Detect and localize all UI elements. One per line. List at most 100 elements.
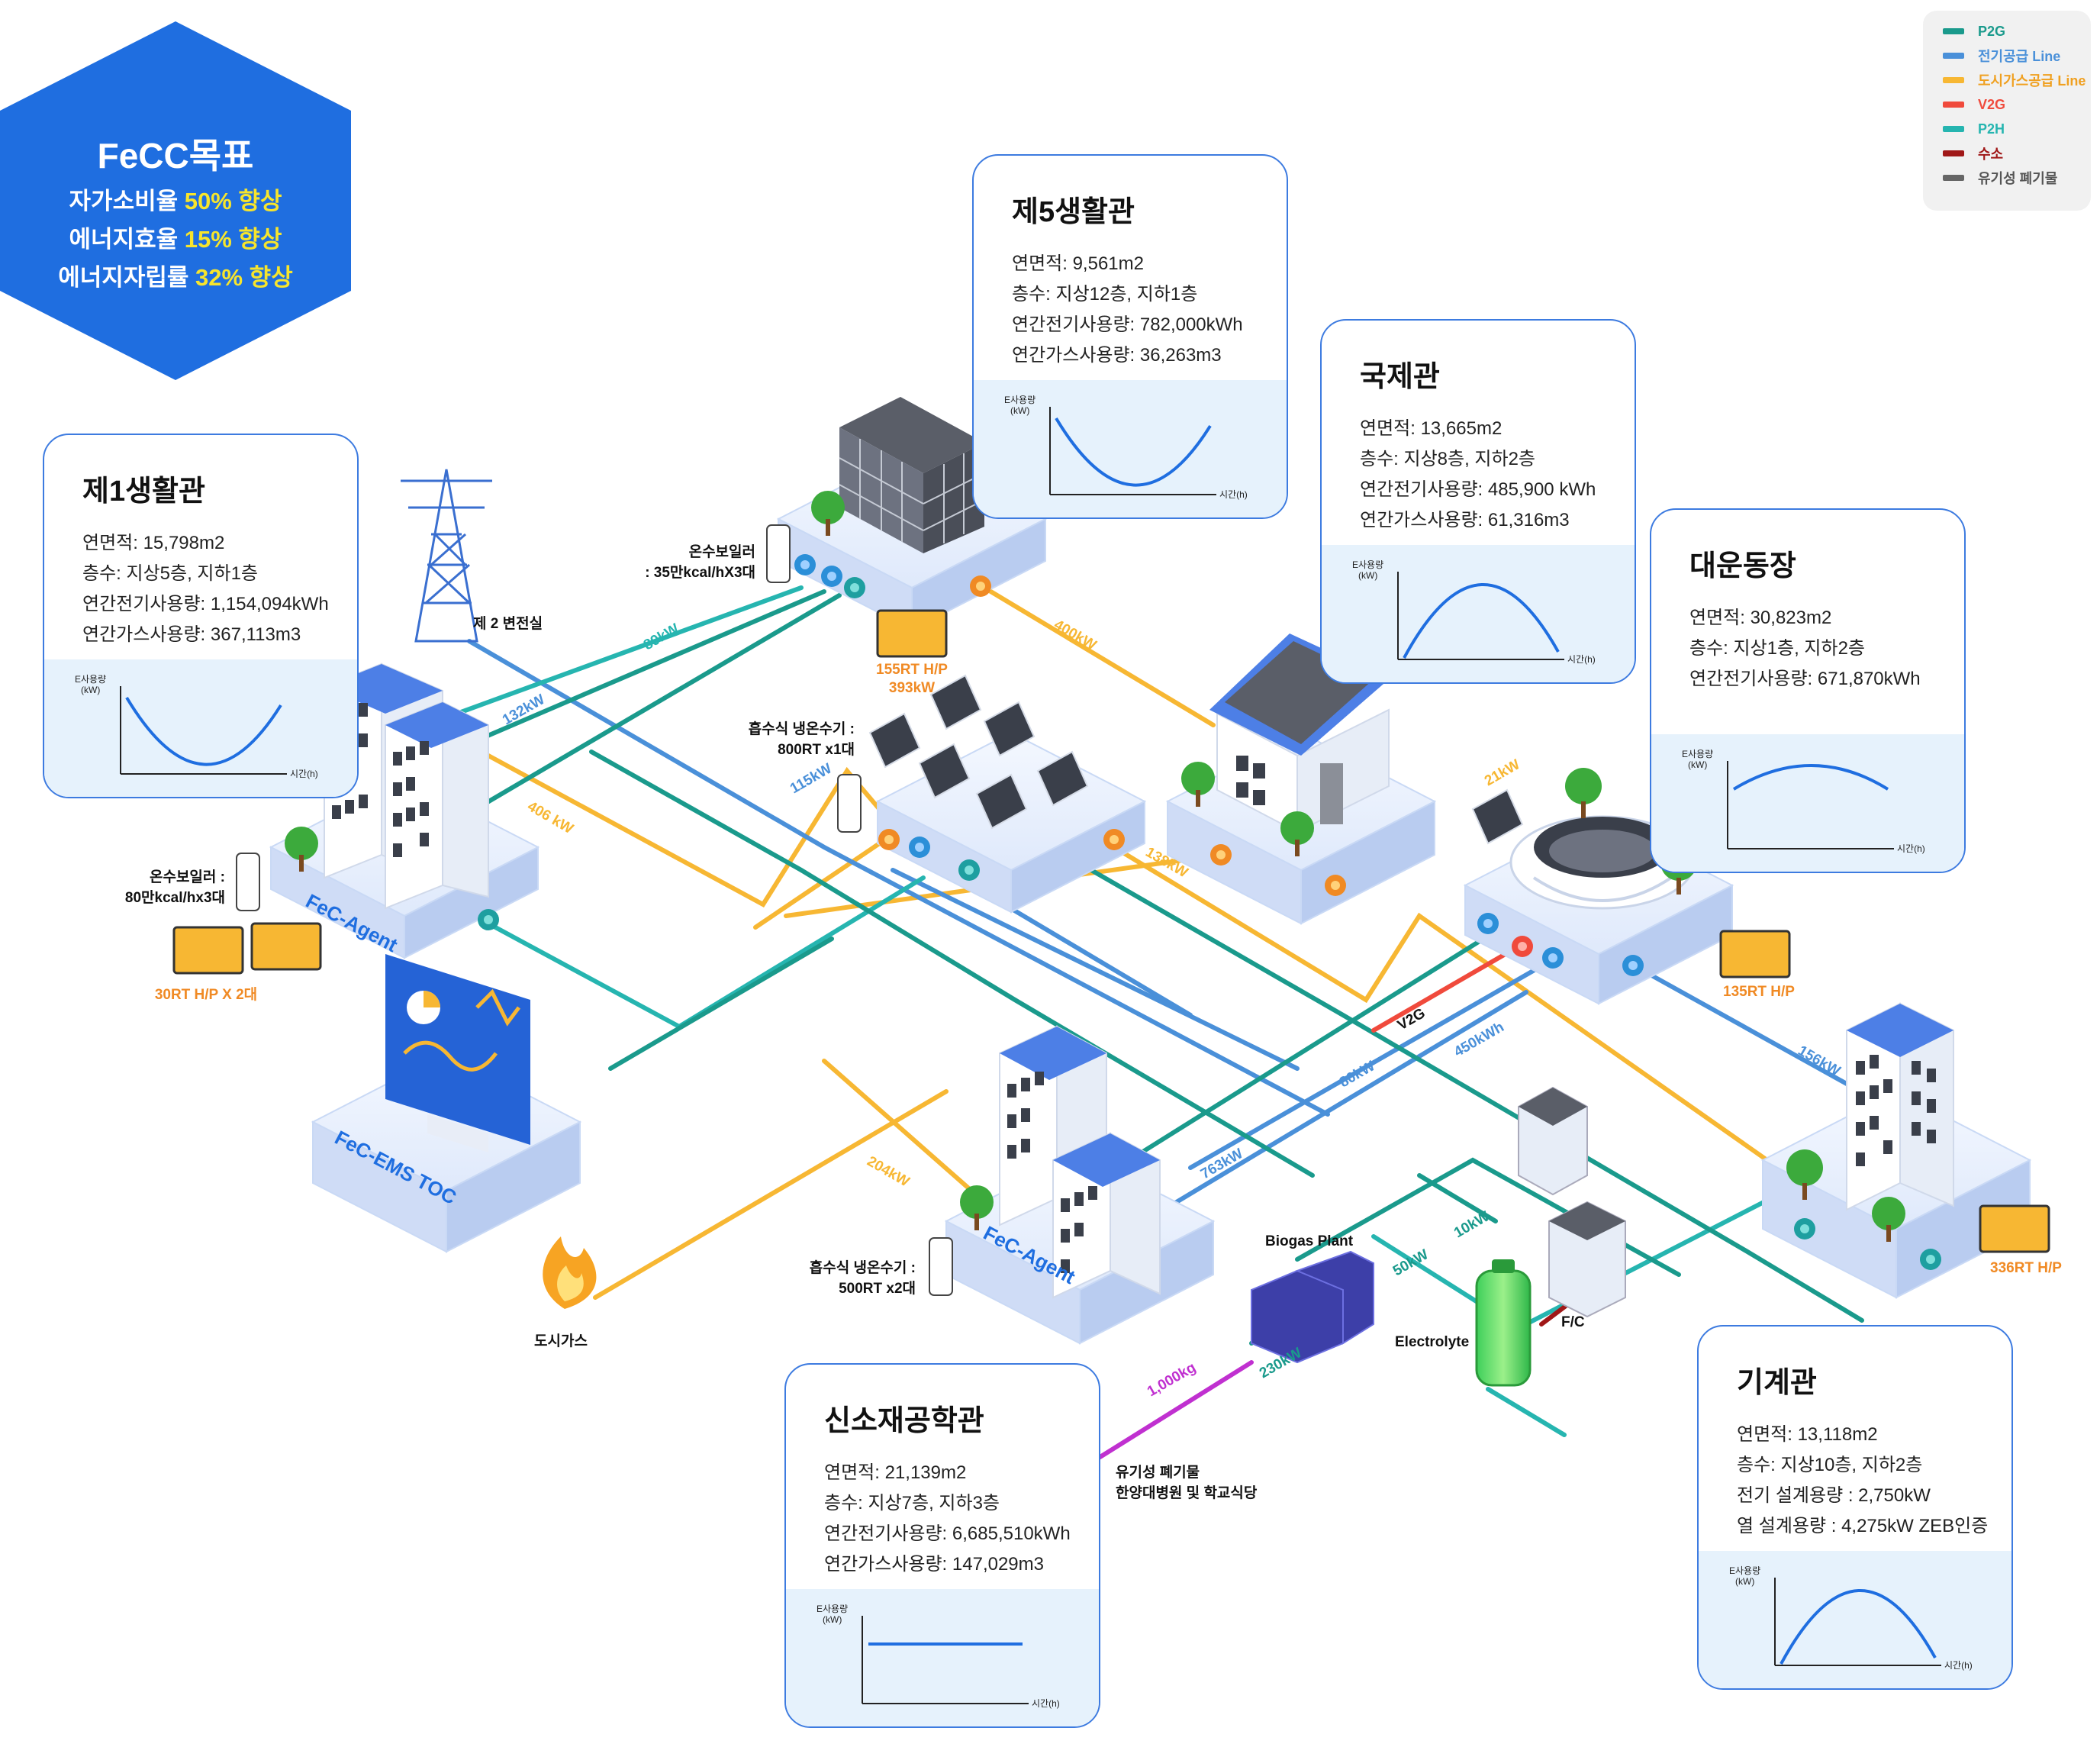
usage-curve (1055, 417, 1212, 487)
hp1-label: 30RT H/P X 2대 (154, 987, 258, 1003)
p2g-line (467, 593, 842, 815)
usage-curve (125, 696, 282, 766)
card-title: 신소재공학관 (824, 1405, 984, 1437)
ems-monitor (385, 954, 530, 1152)
gas-line (1112, 845, 1780, 1170)
card-title: 국제관 (1360, 361, 1440, 393)
goal-line-1: 자가소비율 50% 향상 (69, 188, 282, 214)
svg-text:E사용량: E사용량 (1682, 749, 1713, 759)
biogas-label: Biogas Plant (1265, 1233, 1354, 1249)
hexagon-shape (0, 21, 351, 380)
svg-text:시간(h): 시간(h) (1219, 489, 1248, 500)
city-gas-flame (543, 1236, 597, 1309)
card-title: 제5생활관 (1012, 196, 1135, 228)
v2g-line (1371, 944, 1521, 1033)
svg-text:E사용량: E사용량 (75, 674, 106, 685)
svg-text:E사용량: E사용량 (1729, 1565, 1760, 1576)
fc-label: F/C (1561, 1314, 1585, 1330)
chiller2-label: 흡수식 냉온수기 :500RT x2대 (809, 1260, 916, 1297)
card-title: 기계관 (1737, 1367, 1817, 1399)
transmission-tower (401, 469, 492, 643)
card-title: 대운동장 (1689, 550, 1796, 582)
usage-graph: E사용량 (kW) 시간(h) (786, 1589, 1099, 1726)
goal-badge: FeCC목표 자가소비율 50% 향상 에너지효율 15% 향상 에너지자립률 … (0, 21, 351, 380)
usage-graph: E사용량 (kW) 시간(h) (1699, 1551, 2011, 1688)
p2h-line (486, 875, 926, 1030)
fuel-cell-stations (1518, 1086, 1626, 1318)
gas-line (486, 753, 891, 907)
p2g-line (448, 589, 826, 754)
goal-line-2: 에너지효율 15% 향상 (69, 226, 282, 253)
building-mech (1786, 1002, 1954, 1242)
legend-item-p2g: P2G (1943, 20, 2005, 43)
heat-pump-units (172, 609, 2050, 1253)
svg-text:시간(h): 시간(h) (1032, 1698, 1060, 1709)
hp-mech-label: 336RT H/P (1990, 1260, 2062, 1276)
svg-text:(kW): (kW) (1735, 1576, 1754, 1587)
usage-curve (1780, 1589, 1937, 1665)
electrolyte-label: Electrolyte (1395, 1334, 1470, 1350)
svg-text:E사용량: E사용량 (816, 1604, 848, 1614)
svg-text:시간(h): 시간(h) (1897, 843, 1925, 854)
legend-item-hydrogen: 수소 (1943, 142, 2003, 165)
chiller1-label: 흡수식 냉온수기 :800RT x1대 (748, 721, 855, 758)
building-materials (960, 1025, 1161, 1299)
p2g-line (1127, 929, 1498, 1162)
svg-text:(kW): (kW) (1688, 759, 1707, 770)
legend: P2G 전기공급 Line 도시가스공급 Line V2G P2H 수소 유기성… (1923, 11, 2091, 211)
svg-text:E사용량: E사용량 (1352, 559, 1383, 570)
building-stadium (1509, 768, 1697, 910)
legend-item-electric: 전기공급 Line (1943, 44, 2060, 67)
organic-waste-line (1097, 1360, 1254, 1460)
boiler1-label: 온수보일러 :80만kcal/hx3대 (124, 869, 225, 906)
usage-graph: E사용량 (kW) 시간(h) (1651, 734, 1964, 872)
substation-label: 제 2 변전실 (473, 616, 543, 632)
legend-item-citygas: 도시가스공급 Line (1943, 69, 2086, 92)
usage-graph: E사용량 (kW) 시간(h) (1322, 545, 1635, 682)
solar-panel-array (868, 674, 1524, 845)
electric-line (1638, 967, 1849, 1086)
card-title: 제1생활관 (82, 475, 205, 508)
biogas-plant (1251, 1250, 1374, 1364)
svg-text:(kW): (kW) (1358, 570, 1377, 581)
p2g-line (608, 936, 834, 1071)
citygas-label: 도시가스 (534, 1333, 588, 1349)
equipment-tanks (236, 524, 953, 1296)
p2g-line (1417, 1173, 1498, 1223)
p2h-line (444, 585, 804, 720)
usage-curve (1403, 583, 1560, 659)
legend-item-p2h: P2H (1943, 118, 2005, 140)
electric-line (1188, 959, 1551, 1170)
legend-item-v2g: V2G (1943, 93, 2005, 116)
goal-line-3: 에너지자립률 32% 향상 (58, 264, 293, 291)
electrolyte-battery (1475, 1259, 1532, 1387)
svg-text:(kW): (kW) (823, 1614, 842, 1625)
gas-line (982, 585, 1216, 727)
platform-ports (478, 554, 1941, 1270)
usage-curve (1732, 764, 1889, 791)
goal-title: FeCC목표 (97, 136, 254, 176)
gas-line (593, 1089, 949, 1300)
svg-text:시간(h): 시간(h) (1944, 1660, 1973, 1671)
svg-text:시간(h): 시간(h) (290, 769, 318, 779)
building-dorm5 (811, 397, 985, 553)
legend-item-organic: 유기성 폐기물 (1943, 166, 2057, 189)
svg-text:시간(h): 시간(h) (1567, 654, 1596, 665)
svg-text:(kW): (kW) (1010, 405, 1029, 416)
p2h-line (1486, 1387, 1567, 1437)
electric-line (891, 868, 1300, 1071)
